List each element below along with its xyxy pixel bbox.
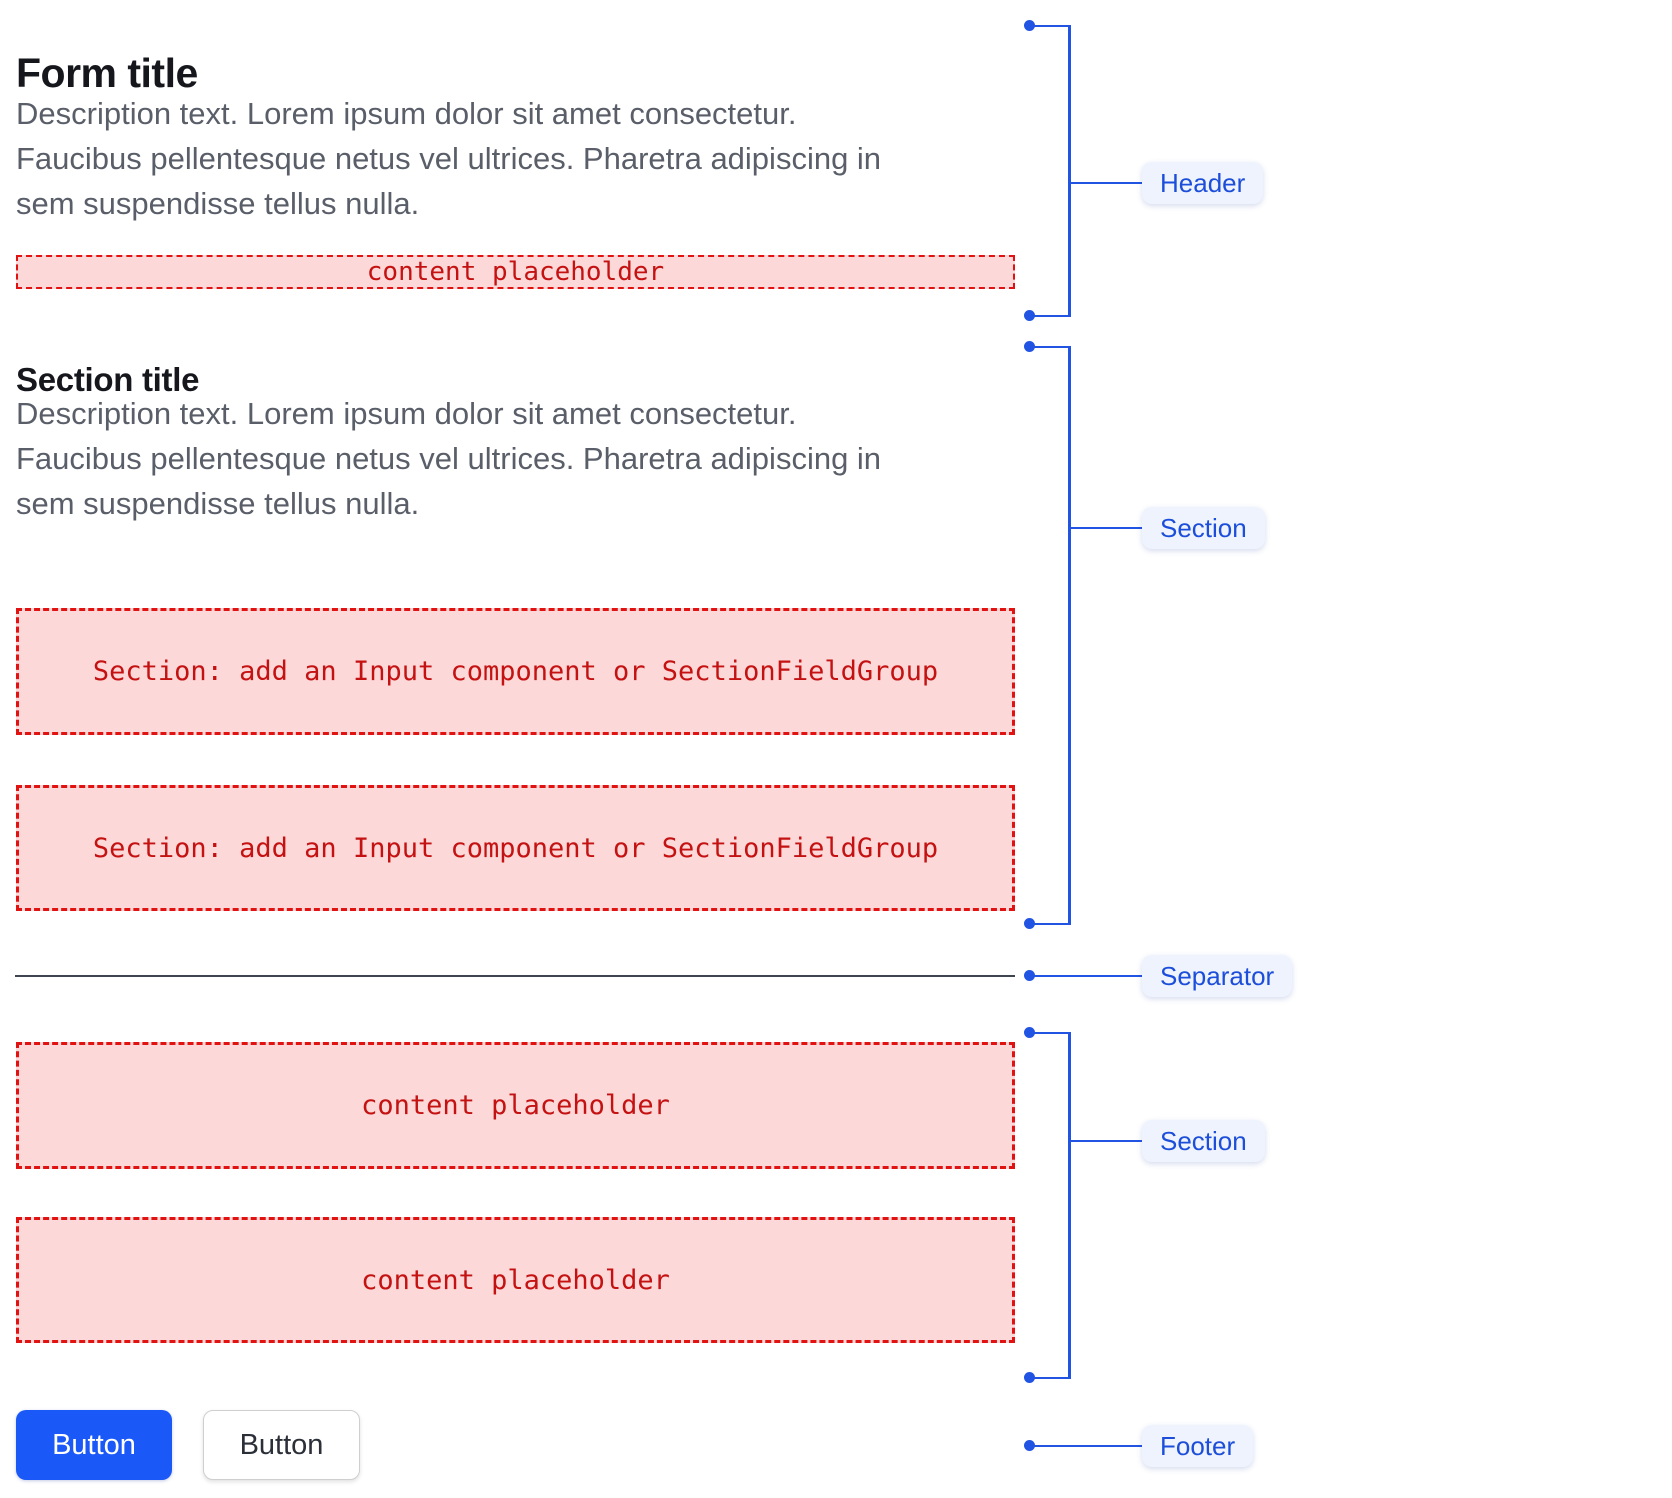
placeholder-text: Section: add an Input component or Secti… bbox=[92, 656, 939, 687]
section-input-placeholder: Section: add an Input component or Secti… bbox=[16, 608, 1015, 735]
section1-bracket-vertical-line bbox=[1068, 346, 1071, 925]
section1-bracket-label-connector bbox=[1071, 527, 1142, 529]
section-content-placeholder: content placeholder bbox=[16, 1217, 1015, 1343]
section-description-line: sem suspendisse tellus nulla. bbox=[16, 486, 420, 521]
header-bracket-label-connector bbox=[1071, 182, 1142, 184]
form-description-line: sem suspendisse tellus nulla. bbox=[16, 186, 420, 221]
section2-bracket-label-connector bbox=[1071, 1140, 1142, 1142]
section2-bracket-top-dot bbox=[1024, 1027, 1035, 1038]
section2-bracket-top-connector bbox=[1030, 1032, 1071, 1034]
section-description: Description text. Lorem ipsum dolor sit … bbox=[16, 391, 881, 526]
section2-bracket-vertical-line bbox=[1068, 1032, 1071, 1379]
placeholder-text: content placeholder bbox=[366, 257, 665, 287]
section1-bracket-bottom-dot bbox=[1024, 918, 1035, 929]
annotation-label-section1: Section bbox=[1142, 507, 1265, 549]
footer-label-connector bbox=[1030, 1445, 1142, 1447]
annotation-label-header: Header bbox=[1142, 162, 1264, 204]
header-bracket-bottom-connector bbox=[1030, 315, 1071, 317]
secondary-button[interactable]: Button bbox=[203, 1410, 360, 1480]
section-input-placeholder: Section: add an Input component or Secti… bbox=[16, 785, 1015, 911]
placeholder-text: Section: add an Input component or Secti… bbox=[92, 832, 939, 864]
annotation-label-separator: Separator bbox=[1142, 955, 1293, 997]
section1-bracket-top-connector bbox=[1030, 346, 1071, 348]
section2-bracket-bottom-dot bbox=[1024, 1372, 1035, 1383]
form-title: Form title bbox=[16, 50, 198, 97]
primary-button[interactable]: Button bbox=[16, 1410, 172, 1480]
separator-line bbox=[15, 975, 1015, 977]
section1-bracket-bottom-connector bbox=[1030, 923, 1071, 925]
form-description: Description text. Lorem ipsum dolor sit … bbox=[16, 91, 881, 226]
header-bracket-vertical-line bbox=[1068, 25, 1071, 317]
annotation-label-footer: Footer bbox=[1142, 1425, 1254, 1467]
placeholder-text: content placeholder bbox=[361, 1264, 670, 1296]
header-bracket-top-dot bbox=[1024, 20, 1035, 31]
header-content-placeholder: content placeholder bbox=[16, 255, 1015, 289]
form-description-line: Description text. Lorem ipsum dolor sit … bbox=[16, 96, 797, 131]
header-bracket-top-connector bbox=[1030, 25, 1071, 27]
section1-bracket-top-dot bbox=[1024, 341, 1035, 352]
header-bracket-bottom-dot bbox=[1024, 310, 1035, 321]
section-content-placeholder: content placeholder bbox=[16, 1042, 1015, 1169]
section-description-line: Faucibus pellentesque netus vel ultrices… bbox=[16, 441, 882, 476]
footer-dot bbox=[1024, 1440, 1035, 1451]
annotation-label-section2: Section bbox=[1142, 1120, 1265, 1162]
separator-label-connector bbox=[1030, 975, 1142, 977]
separator-dot bbox=[1024, 970, 1035, 981]
section-title: Section title bbox=[16, 361, 200, 399]
form-description-line: Faucibus pellentesque netus vel ultrices… bbox=[16, 141, 882, 176]
section-description-line: Description text. Lorem ipsum dolor sit … bbox=[16, 396, 797, 431]
placeholder-text: content placeholder bbox=[361, 1090, 670, 1121]
section2-bracket-bottom-connector bbox=[1030, 1377, 1071, 1379]
